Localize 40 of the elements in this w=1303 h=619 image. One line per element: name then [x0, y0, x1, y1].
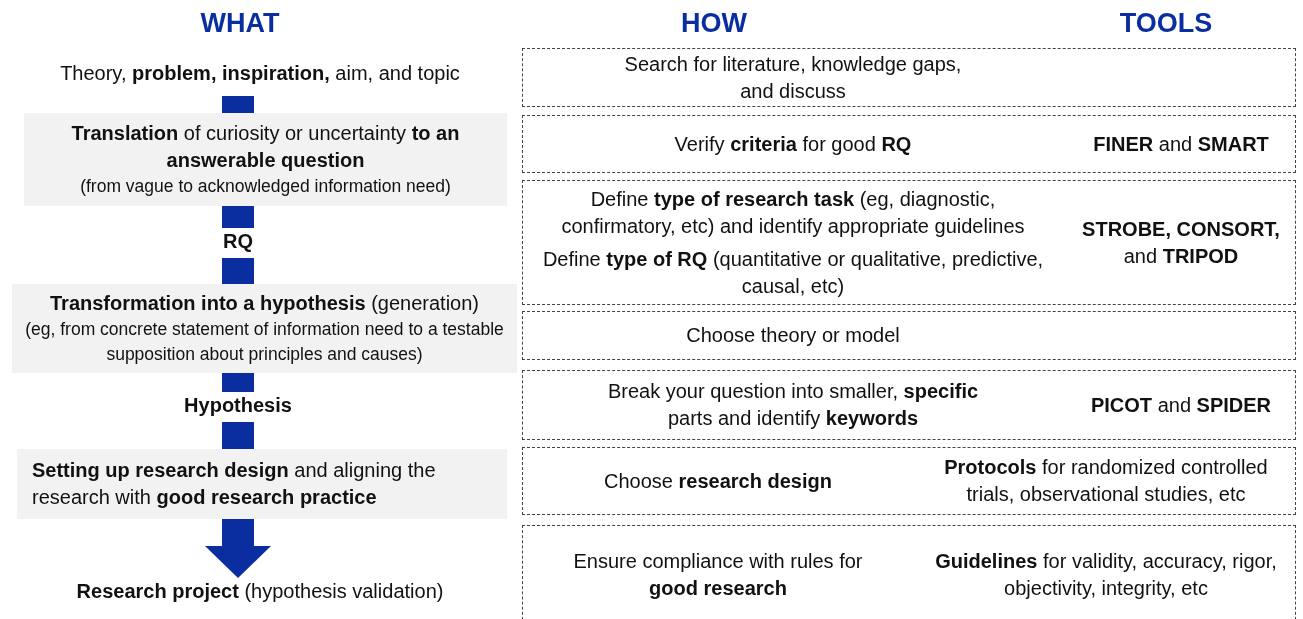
dashed-box — [522, 525, 1296, 619]
how-text: Break your question into smaller, specific parts and identify keywords — [606, 379, 980, 431]
how-text: Verify criteria for good RQ — [674, 131, 912, 157]
tool-text: FINER and SMART — [1093, 131, 1269, 157]
dashed-box — [522, 115, 1296, 173]
how-text: Define type of RQ (quantitative or qualitative, predictive, causal, etc) — [541, 246, 1045, 299]
how-text: Choose theory or model — [686, 323, 900, 348]
connector-bar — [222, 206, 254, 228]
step-note: (eg, from concrete statement of information need to a testable supposition about principles and causes) — [24, 318, 505, 366]
step-text: Transformation into a hypothesis (generation) — [50, 291, 479, 316]
step-box — [12, 284, 517, 373]
dashed-box — [522, 447, 1296, 515]
tool-text: STROBE, CONSORT, and TRIPOD — [1081, 216, 1281, 269]
step-text: Setting up research design and aligning the research with good research practice — [32, 458, 437, 510]
dashed-box — [522, 180, 1296, 305]
tool-text: PICOT and SPIDER — [1090, 392, 1272, 418]
step-label: Hypothesis — [150, 392, 326, 422]
tool-text: Guidelines for validity, accuracy, rigor, objectivity, integrity, etc — [934, 549, 1278, 601]
how-text: Choose research design — [604, 468, 832, 494]
tool-text: Protocols for randomized controlled trials, observational studies, etc — [943, 455, 1269, 507]
step-label: RQ — [200, 228, 276, 258]
connector-bar — [222, 96, 254, 113]
connector-bar — [222, 422, 254, 449]
how-text: Ensure compliance with rules for good research — [572, 549, 864, 601]
connector-bar — [222, 373, 254, 392]
step-box — [17, 449, 507, 519]
column-heading: TOOLS — [1118, 8, 1214, 39]
step-label: Theory, problem, inspiration, aim, and topic — [10, 60, 510, 96]
dashed-box — [522, 48, 1296, 107]
column-heading: HOW — [680, 8, 748, 39]
column-heading: WHAT — [199, 8, 281, 39]
step-box — [24, 113, 507, 206]
dashed-box — [522, 311, 1296, 360]
step-text: Translation of curiosity or uncertainty to an answerable question — [70, 121, 461, 173]
how-text: Search for literature, knowledge gaps, and discuss — [623, 51, 963, 104]
connector-bar — [222, 258, 254, 284]
step-label: Research project (hypothesis validation) — [10, 578, 510, 612]
dashed-box — [522, 370, 1296, 440]
block-arrow — [205, 519, 271, 578]
step-note: (from vague to acknowledged information need) — [80, 175, 451, 198]
